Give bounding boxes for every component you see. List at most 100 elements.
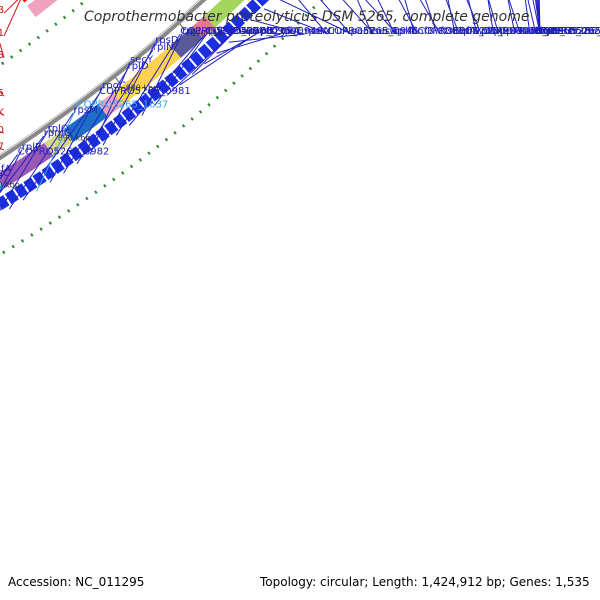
forward-gene-label[interactable]: rpsE bbox=[281, 26, 303, 37]
reverse-gene-label[interactable]: COPRO5265_0963 bbox=[0, 50, 4, 61]
forward-gene-label[interactable]: ftsE bbox=[440, 26, 459, 37]
scale-tick bbox=[48, 127, 54, 135]
forward-gene-label[interactable]: truA bbox=[328, 26, 349, 37]
forward-gene-label[interactable]: COPRO5265_0940 bbox=[437, 26, 529, 37]
forward-gene-label[interactable]: COPRO5265_0943 bbox=[418, 26, 510, 37]
forward-gene-label[interactable]: rplX bbox=[256, 26, 276, 37]
reverse-gene-label[interactable]: COPRO5265_0961 bbox=[0, 28, 4, 39]
forward-leader-line bbox=[76, 49, 154, 165]
forward-leader-line bbox=[179, 33, 257, 86]
forward-leader-line bbox=[63, 68, 129, 174]
forward-leader-line bbox=[0, 154, 19, 180]
forward-leader-line bbox=[166, 33, 232, 96]
forward-gene-label[interactable]: apt bbox=[540, 26, 556, 37]
forward-leader-line bbox=[191, 33, 233, 75]
forward-leader-line bbox=[342, 0, 375, 35]
forward-gene-label[interactable]: truB bbox=[520, 26, 541, 37]
forward-gene-label[interactable]: rbfA bbox=[455, 26, 476, 37]
forward-gene-label[interactable]: COPRO5265_0924 bbox=[536, 26, 600, 37]
forward-gene-label[interactable]: ppp bbox=[494, 26, 513, 37]
forward-leader-line bbox=[466, 0, 482, 35]
forward-gene-label[interactable]: COPRO5265_0982 bbox=[18, 146, 110, 157]
reverse-gene-label[interactable]: COPRO5265_0997 bbox=[0, 142, 4, 153]
forward-leader-line bbox=[252, 19, 305, 35]
forward-gene-label[interactable]: tuf1 bbox=[207, 26, 227, 37]
forward-gene-label[interactable]: COPRO5265_0981 bbox=[99, 86, 191, 97]
forward-leader-line bbox=[240, 30, 281, 35]
forward-gene-label[interactable]: COPRO5265_0926 bbox=[515, 26, 600, 37]
forward-gene-label[interactable]: nusA bbox=[305, 26, 330, 37]
forward-gene-label[interactable]: infA bbox=[0, 164, 11, 175]
reverse-cds-segment bbox=[27, 0, 58, 18]
forward-gene-label[interactable]: rpsL bbox=[182, 26, 204, 37]
forward-leader-line bbox=[377, 0, 396, 35]
forward-gene-label[interactable]: secY bbox=[130, 55, 154, 66]
forward-leader-line bbox=[298, 0, 328, 35]
forward-leader-line bbox=[419, 0, 441, 35]
forward-gene-label[interactable]: rpsC bbox=[0, 168, 10, 179]
forward-leader-line bbox=[0, 131, 49, 212]
forward-cds-segment bbox=[98, 92, 123, 117]
forward-gene-label[interactable]: infB bbox=[415, 26, 435, 37]
forward-gene-label[interactable]: tgt bbox=[540, 26, 554, 37]
forward-gene-label[interactable]: rpoC bbox=[102, 80, 126, 91]
forward-gene-label[interactable]: COPRO5265_0934 bbox=[540, 26, 600, 37]
forward-leader-line bbox=[365, 0, 398, 35]
forward-gene-label[interactable]: secA bbox=[374, 26, 398, 37]
forward-gene-label[interactable]: rplP bbox=[22, 142, 41, 153]
forward-leader-line bbox=[128, 33, 206, 126]
forward-gene-label[interactable]: COPRO5265_0945 bbox=[327, 26, 419, 37]
forward-gene-label[interactable]: map bbox=[232, 26, 254, 37]
forward-leader-line bbox=[89, 62, 131, 155]
forward-gene-label[interactable]: rpsK bbox=[304, 26, 327, 37]
forward-cds-segment bbox=[192, 15, 216, 39]
forward-leader-line bbox=[357, 0, 373, 35]
reverse-leader-line bbox=[0, 42, 5, 58]
forward-leader-line bbox=[141, 33, 183, 116]
forward-leader-line bbox=[320, 0, 351, 35]
forward-gene-label[interactable]: COPRO5265_0928 bbox=[499, 26, 591, 37]
forward-gene-label[interactable]: rplA bbox=[395, 26, 415, 37]
forward-gene-label[interactable]: nusG bbox=[372, 26, 398, 37]
reverse-gene-label[interactable]: COPRO5265_0965 bbox=[0, 88, 4, 99]
forward-leader-line bbox=[0, 149, 23, 193]
forward-gene-label[interactable]: rpsD bbox=[155, 35, 179, 46]
forward-gene-arrows bbox=[0, 0, 269, 212]
forward-gene-label[interactable]: rplD bbox=[128, 61, 149, 72]
scale-tick-label: 890 kbp bbox=[58, 134, 91, 143]
forward-gene-label[interactable]: mce bbox=[540, 26, 561, 37]
forward-gene-label[interactable]: COPRO5265_0948 bbox=[231, 26, 323, 37]
forward-leader-line bbox=[447, 0, 456, 35]
forward-gene-label[interactable]: secE bbox=[352, 26, 375, 37]
forward-gene-label[interactable]: rpmG bbox=[44, 128, 72, 139]
forward-gene-label[interactable]: prfB bbox=[397, 26, 418, 37]
forward-gene-label[interactable]: rplL bbox=[477, 26, 496, 37]
forward-leader-line bbox=[425, 0, 438, 35]
forward-gene-label[interactable]: COPRO5265_0950 bbox=[205, 26, 297, 37]
guide-ring-1 bbox=[0, 0, 324, 257]
forward-cds-segment bbox=[112, 45, 181, 106]
forward-gene-label[interactable]: COPRO5265_1637 bbox=[77, 99, 169, 110]
forward-gene-label[interactable]: yfiA bbox=[281, 26, 300, 37]
forward-gene-label[interactable]: COPRO5265_0933 bbox=[481, 26, 573, 37]
forward-leader-line bbox=[154, 33, 208, 106]
forward-gene-label[interactable]: rplN bbox=[153, 42, 174, 53]
forward-leader-line bbox=[216, 33, 281, 54]
forward-gene-label[interactable]: hpt bbox=[540, 26, 557, 37]
reverse-gene-label[interactable]: metK bbox=[0, 107, 4, 118]
reverse-leader-line bbox=[3, 0, 19, 14]
forward-gene-label[interactable]: COPRO5265_0923 bbox=[540, 26, 600, 37]
forward-gene-label[interactable]: sbm bbox=[530, 26, 551, 37]
forward-leader-line bbox=[228, 33, 305, 43]
forward-gene-label[interactable]: rpsM bbox=[73, 105, 97, 116]
forward-gene-label[interactable]: rplK bbox=[459, 26, 479, 37]
forward-gene-label[interactable]: rplQ bbox=[256, 26, 277, 37]
forward-gene-label[interactable]: COPRO5265_0978 bbox=[180, 26, 272, 37]
reverse-gene-label[interactable]: hypB bbox=[0, 5, 4, 16]
forward-leader-line bbox=[398, 0, 418, 35]
reverse-gene-label[interactable]: COPRO5265_0980 bbox=[0, 125, 4, 136]
forward-gene-label[interactable]: rplO bbox=[48, 123, 69, 134]
forward-gene-label[interactable]: paaY bbox=[351, 26, 377, 37]
